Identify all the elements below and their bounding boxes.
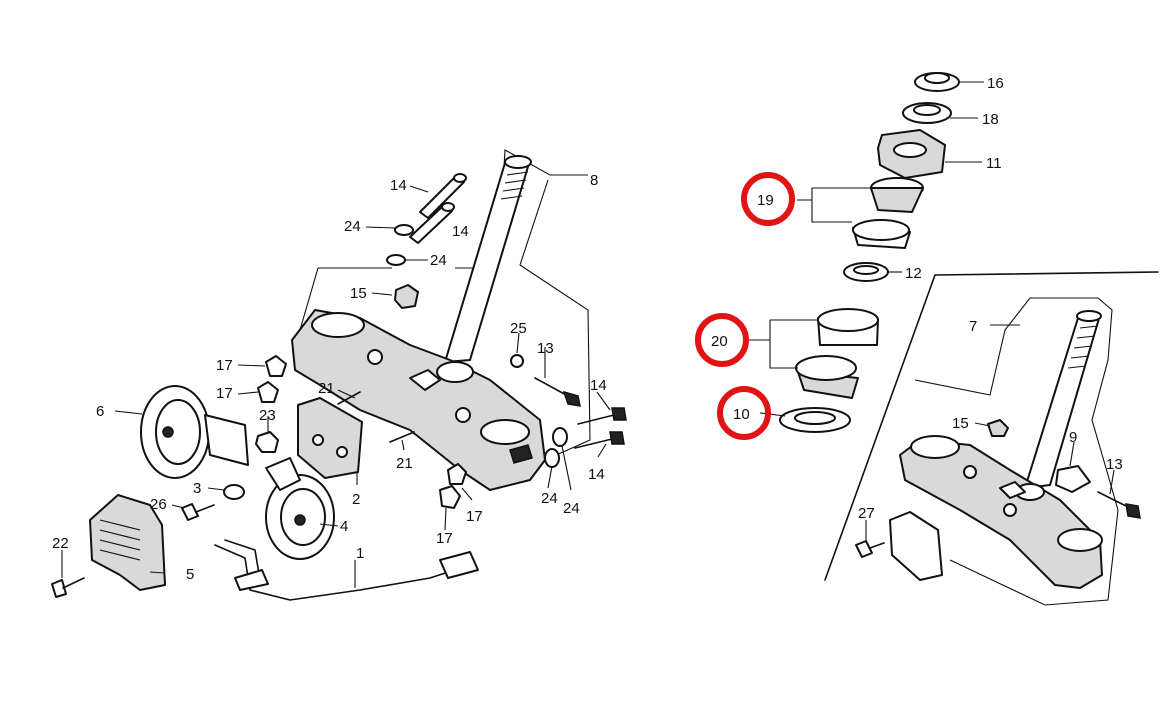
adjusting-nut-11 (877, 129, 946, 179)
callout-15: 15 (350, 285, 367, 302)
callout-3: 3 (193, 480, 201, 497)
bolt-14-top (386, 173, 467, 266)
right-assembly (744, 72, 1159, 606)
callout-17: 17 (436, 530, 453, 547)
callout-2: 2 (352, 491, 360, 508)
callout-6: 6 (96, 403, 104, 420)
left-assembly (51, 149, 627, 601)
callout-14: 14 (588, 466, 605, 483)
callout-14: 14 (390, 177, 407, 194)
leader-lines-right (744, 81, 1115, 540)
callout-5: 5 (186, 566, 194, 583)
locknut-16 (914, 72, 960, 92)
callout-labels: 8 14 24 14 24 15 17 17 21 6 23 21 3 26 2… (52, 75, 1123, 583)
callout-17: 17 (216, 385, 233, 402)
regulator-5 (89, 494, 166, 591)
callout-20: 20 (711, 333, 728, 350)
highlight-20 (695, 313, 749, 367)
callout-8: 8 (590, 172, 598, 189)
clamp-9 (1055, 465, 1091, 493)
bolt-21-lower (389, 431, 415, 443)
callout-24: 24 (430, 252, 447, 269)
callout-27: 27 (858, 505, 875, 522)
callout-13: 13 (537, 340, 554, 357)
nut-15-right (987, 419, 1009, 437)
frame-outline (824, 271, 1159, 581)
callout-18: 18 (982, 111, 999, 128)
callout-26: 26 (150, 496, 167, 513)
callout-14: 14 (452, 223, 469, 240)
callout-25: 25 (510, 320, 527, 337)
callout-24: 24 (563, 500, 580, 517)
callout-12: 12 (905, 265, 922, 282)
callout-13: 13 (1106, 456, 1123, 473)
callout-9: 9 (1069, 429, 1077, 446)
washer-25 (510, 354, 524, 368)
callout-24: 24 (541, 490, 558, 507)
cap-nuts-17 (257, 355, 467, 509)
callout-4: 4 (340, 518, 348, 535)
callout-21: 21 (318, 380, 335, 397)
callout-7: 7 (969, 318, 977, 335)
leader-lines-left (61, 185, 611, 588)
bolt-13-right (1097, 491, 1141, 519)
callout-10: 10 (733, 406, 750, 423)
wire-harness-1 (214, 539, 479, 601)
callout-16: 16 (987, 75, 1004, 92)
highlight-19 (741, 172, 795, 226)
highlight-10 (717, 386, 771, 440)
bolt-21-upper (337, 391, 361, 405)
bolt-26 (181, 503, 215, 521)
steering-stem-7 (1024, 310, 1102, 489)
washer-3 (223, 484, 245, 500)
screw-22 (51, 577, 85, 598)
seal-10 (779, 407, 851, 433)
callout-15: 15 (952, 415, 969, 432)
race-20-upper (817, 308, 879, 346)
callout-23: 23 (259, 407, 276, 424)
callout-17: 17 (216, 357, 233, 374)
bolt-14-right (574, 407, 627, 449)
bolt-13-left (534, 377, 581, 407)
lock-washer-18 (902, 102, 952, 124)
horn-6 (140, 385, 249, 479)
callout-19: 19 (757, 192, 774, 209)
race-19-lower (852, 219, 911, 249)
bearing-20-lower (795, 355, 859, 399)
nut-23 (255, 431, 279, 453)
seal-12 (843, 262, 889, 282)
lower-bracket (899, 435, 1103, 589)
horn-bracket-2 (297, 397, 363, 479)
callout-1: 1 (356, 545, 364, 562)
washer-24-a (552, 427, 568, 447)
callout-24: 24 (344, 218, 361, 235)
steering-stem-top (444, 155, 532, 363)
bracket-27 (855, 511, 943, 581)
callout-11: 11 (986, 155, 1002, 172)
callout-17: 17 (466, 508, 483, 525)
callout-22: 22 (52, 535, 69, 552)
bearing-19-upper (870, 177, 924, 213)
upper-bracket (291, 309, 546, 491)
callout-21: 21 (396, 455, 413, 472)
nut-15 (394, 284, 419, 309)
horn-4 (265, 457, 335, 560)
callout-14: 14 (590, 377, 607, 394)
washer-24-b (544, 448, 560, 468)
